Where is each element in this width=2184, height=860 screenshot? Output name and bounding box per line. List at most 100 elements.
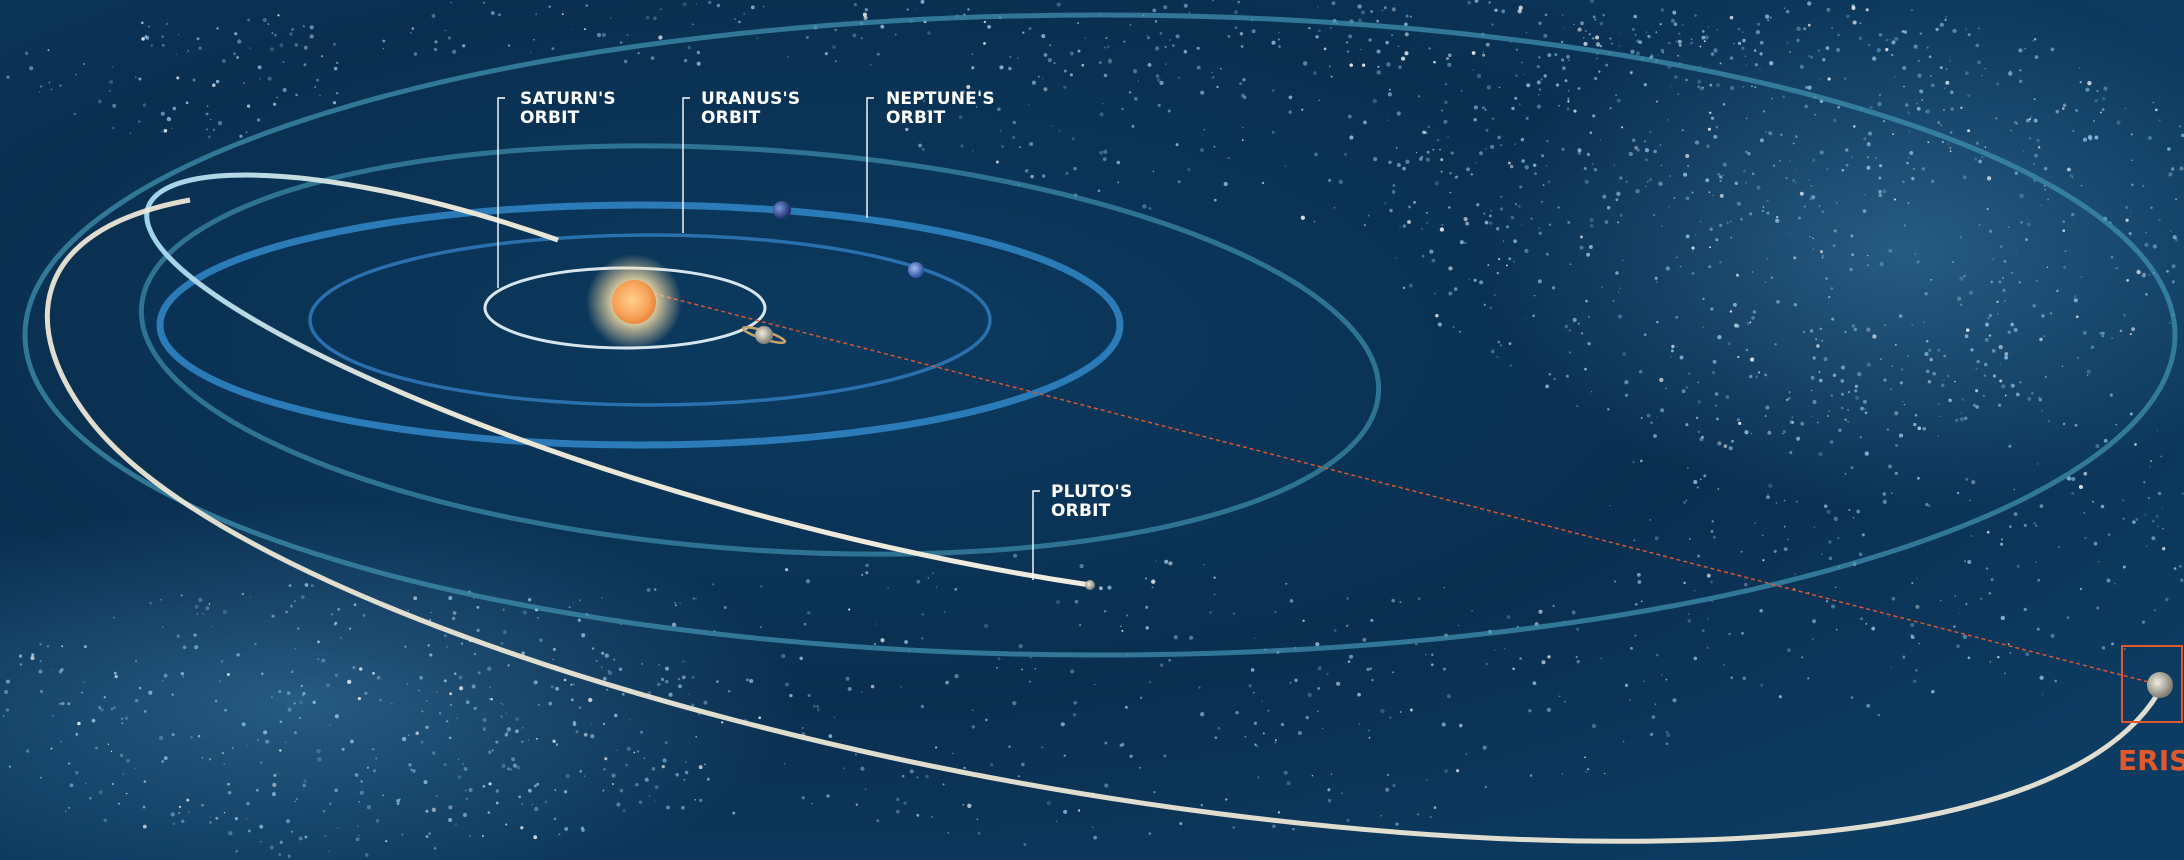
dust-particle [1001, 144, 1005, 149]
dust-particle [1837, 105, 1841, 109]
dust-particle [2130, 211, 2132, 213]
dust-particle [1928, 55, 1932, 59]
dust-particle [436, 691, 438, 693]
dust-particle [1717, 173, 1720, 176]
dust-particle [577, 618, 581, 622]
dust-particle [1447, 53, 1452, 58]
dust-particle [1056, 2, 1061, 7]
dust-particle [920, 704, 925, 709]
dust-particle [1699, 478, 1702, 481]
dust-particle [1751, 85, 1753, 88]
dust-particle [1489, 306, 1492, 309]
dust-particle [1891, 365, 1894, 368]
dust-particle [1985, 322, 1989, 327]
dust-particle [1063, 754, 1066, 757]
dust-particle [180, 671, 185, 676]
dust-particle [2093, 120, 2096, 122]
dust-particle [2033, 163, 2036, 166]
dust-particle [899, 685, 903, 688]
dust-particle [1027, 103, 1030, 106]
dust-particle [1838, 428, 1842, 433]
dust-particle [1383, 6, 1387, 10]
dust-particle [743, 12, 746, 16]
dust-particle [758, 716, 762, 720]
dust-particle [1751, 271, 1754, 273]
dust-particle [1999, 379, 2003, 383]
dust-particle [294, 43, 299, 47]
dust-particle [1199, 147, 1205, 153]
dust-particle [1902, 180, 1905, 184]
dust-particle [1646, 413, 1651, 418]
dust-particle [695, 735, 698, 738]
dust-particle [1526, 83, 1531, 88]
dust-particle [1947, 143, 1949, 145]
dust-particle [443, 634, 447, 638]
dust-particle [601, 32, 606, 38]
dust-particle [1607, 408, 1610, 411]
dust-particle [691, 23, 694, 26]
dust-particle [1930, 179, 1935, 183]
dust-particle [1121, 629, 1124, 632]
dust-particle [734, 18, 737, 21]
dust-particle [1358, 18, 1362, 23]
dust-particle [1962, 634, 1968, 639]
dust-particle [257, 739, 259, 741]
dust-particle [1653, 434, 1657, 438]
dust-particle [1854, 389, 1858, 393]
dust-particle [880, 638, 885, 643]
dust-particle [1060, 722, 1065, 727]
dust-particle [1637, 580, 1642, 584]
dust-particle [1840, 379, 1845, 383]
dust-particle [1926, 46, 1929, 49]
dust-particle [300, 684, 303, 688]
dust-particle [1984, 337, 1989, 342]
dust-particle [1751, 172, 1755, 176]
dust-particle [1613, 164, 1616, 166]
dust-particle [1399, 226, 1401, 228]
dust-particle [316, 78, 319, 82]
dust-particle [1649, 131, 1652, 134]
dust-particle [716, 3, 721, 8]
dust-particle [1041, 34, 1046, 39]
dust-particle [506, 767, 510, 771]
dust-particle [1717, 441, 1722, 446]
dust-particle [1485, 147, 1487, 150]
dust-particle [1801, 656, 1804, 659]
dust-particle [438, 712, 442, 715]
dust-particle [1329, 26, 1332, 29]
dust-particle [293, 702, 296, 705]
dust-particle [208, 758, 212, 761]
dust-particle [1967, 94, 1971, 98]
dust-particle [1580, 235, 1583, 239]
dust-particle [1562, 66, 1566, 70]
dust-particle [316, 748, 321, 754]
dust-particle [217, 120, 223, 126]
dust-particle [1594, 76, 1598, 81]
dust-particle [1244, 735, 1247, 738]
dust-particle [1409, 15, 1412, 18]
dust-particle [1685, 234, 1690, 239]
dust-particle [143, 780, 146, 783]
dust-particle [1879, 164, 1883, 168]
dust-particle [1000, 65, 1004, 69]
dust-particle [401, 736, 407, 742]
dust-particle [674, 604, 678, 607]
dust-particle [1964, 560, 1967, 563]
dust-particle [1073, 166, 1077, 171]
dust-particle [1701, 629, 1705, 633]
dust-particle [1493, 294, 1496, 296]
dust-particle [1467, 0, 1472, 5]
dust-particle [1512, 667, 1515, 670]
dust-particle [1660, 674, 1663, 676]
dust-particle [1736, 324, 1740, 328]
dust-particle [261, 672, 264, 676]
dust-particle [1152, 8, 1157, 13]
dust-particle [1967, 33, 1971, 37]
dust-particle [671, 622, 677, 627]
dust-particle [1532, 314, 1535, 318]
dust-particle [1959, 612, 1961, 614]
dust-particle [585, 4, 589, 7]
dust-particle [411, 27, 415, 30]
dust-particle [750, 5, 755, 10]
